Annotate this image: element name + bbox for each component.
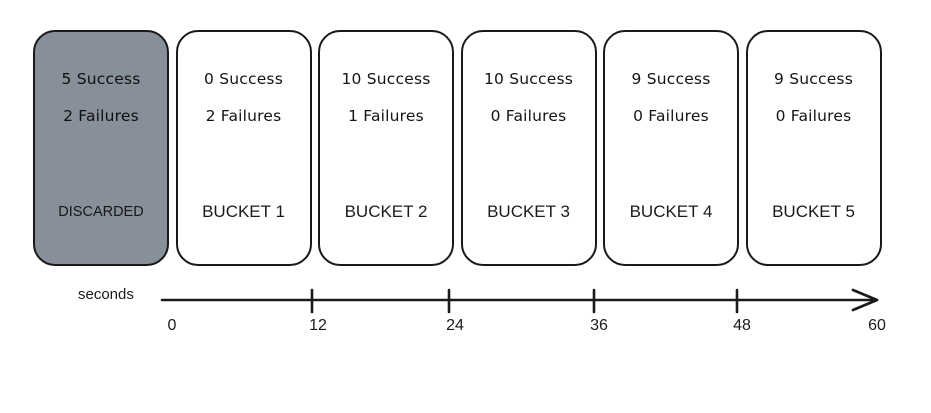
success-count-text: 9 Success (631, 70, 711, 88)
failure-count-text: 0 Failures (775, 106, 852, 125)
axis-tick-label-48: 48 (733, 317, 751, 334)
failure-count-text: 1 Failures (348, 106, 424, 125)
axis-line-svg (160, 288, 879, 314)
failure-count-text: 2 Failures (63, 106, 139, 125)
time-axis: seconds 0 12 24 36 48 60 (0, 286, 931, 356)
success-count-text: 10 Success (341, 70, 431, 88)
axis-tick-label-60: 60 (868, 317, 886, 334)
bucket-stats: 10 Success 1 Failures (320, 70, 452, 125)
axis-arrow-head (851, 288, 879, 312)
axis-tick-label-24: 24 (446, 317, 464, 334)
axis-tick-label-0: 0 (167, 317, 177, 334)
bucket-name-label: BUCKET 5 (772, 202, 855, 221)
success-count-text: 0 Success (204, 70, 283, 88)
bucket-stats: 10 Success 0 Failures (463, 70, 595, 125)
failure-count-text: 0 Failures (633, 106, 709, 125)
success-count-text: 10 Success (483, 70, 574, 88)
bucket-name-label: BUCKET 2 (344, 202, 428, 221)
bucket-name-label: BUCKET 3 (487, 202, 570, 221)
success-count-text: 5 Success (61, 70, 141, 88)
axis-tick-label-36: 36 (590, 317, 608, 334)
failure-count-text: 0 Failures (490, 106, 567, 125)
bucket-stats: 5 Success 2 Failures (35, 70, 167, 125)
axis-tick-label-12: 12 (309, 317, 327, 334)
bucket-name-label: BUCKET 1 (202, 202, 285, 221)
bucket-stats: 0 Success 2 Failures (178, 70, 310, 125)
bucket-stats: 9 Success 0 Failures (605, 70, 737, 125)
bucket-stats: 9 Success 0 Failures (748, 70, 880, 125)
success-count-text: 9 Success (774, 70, 853, 88)
bucket-name-label: BUCKET 4 (629, 202, 713, 221)
failure-count-text: 2 Failures (205, 106, 282, 125)
axis-caption: seconds (78, 286, 134, 303)
bucket-name-label: DISCARDED (58, 204, 144, 220)
